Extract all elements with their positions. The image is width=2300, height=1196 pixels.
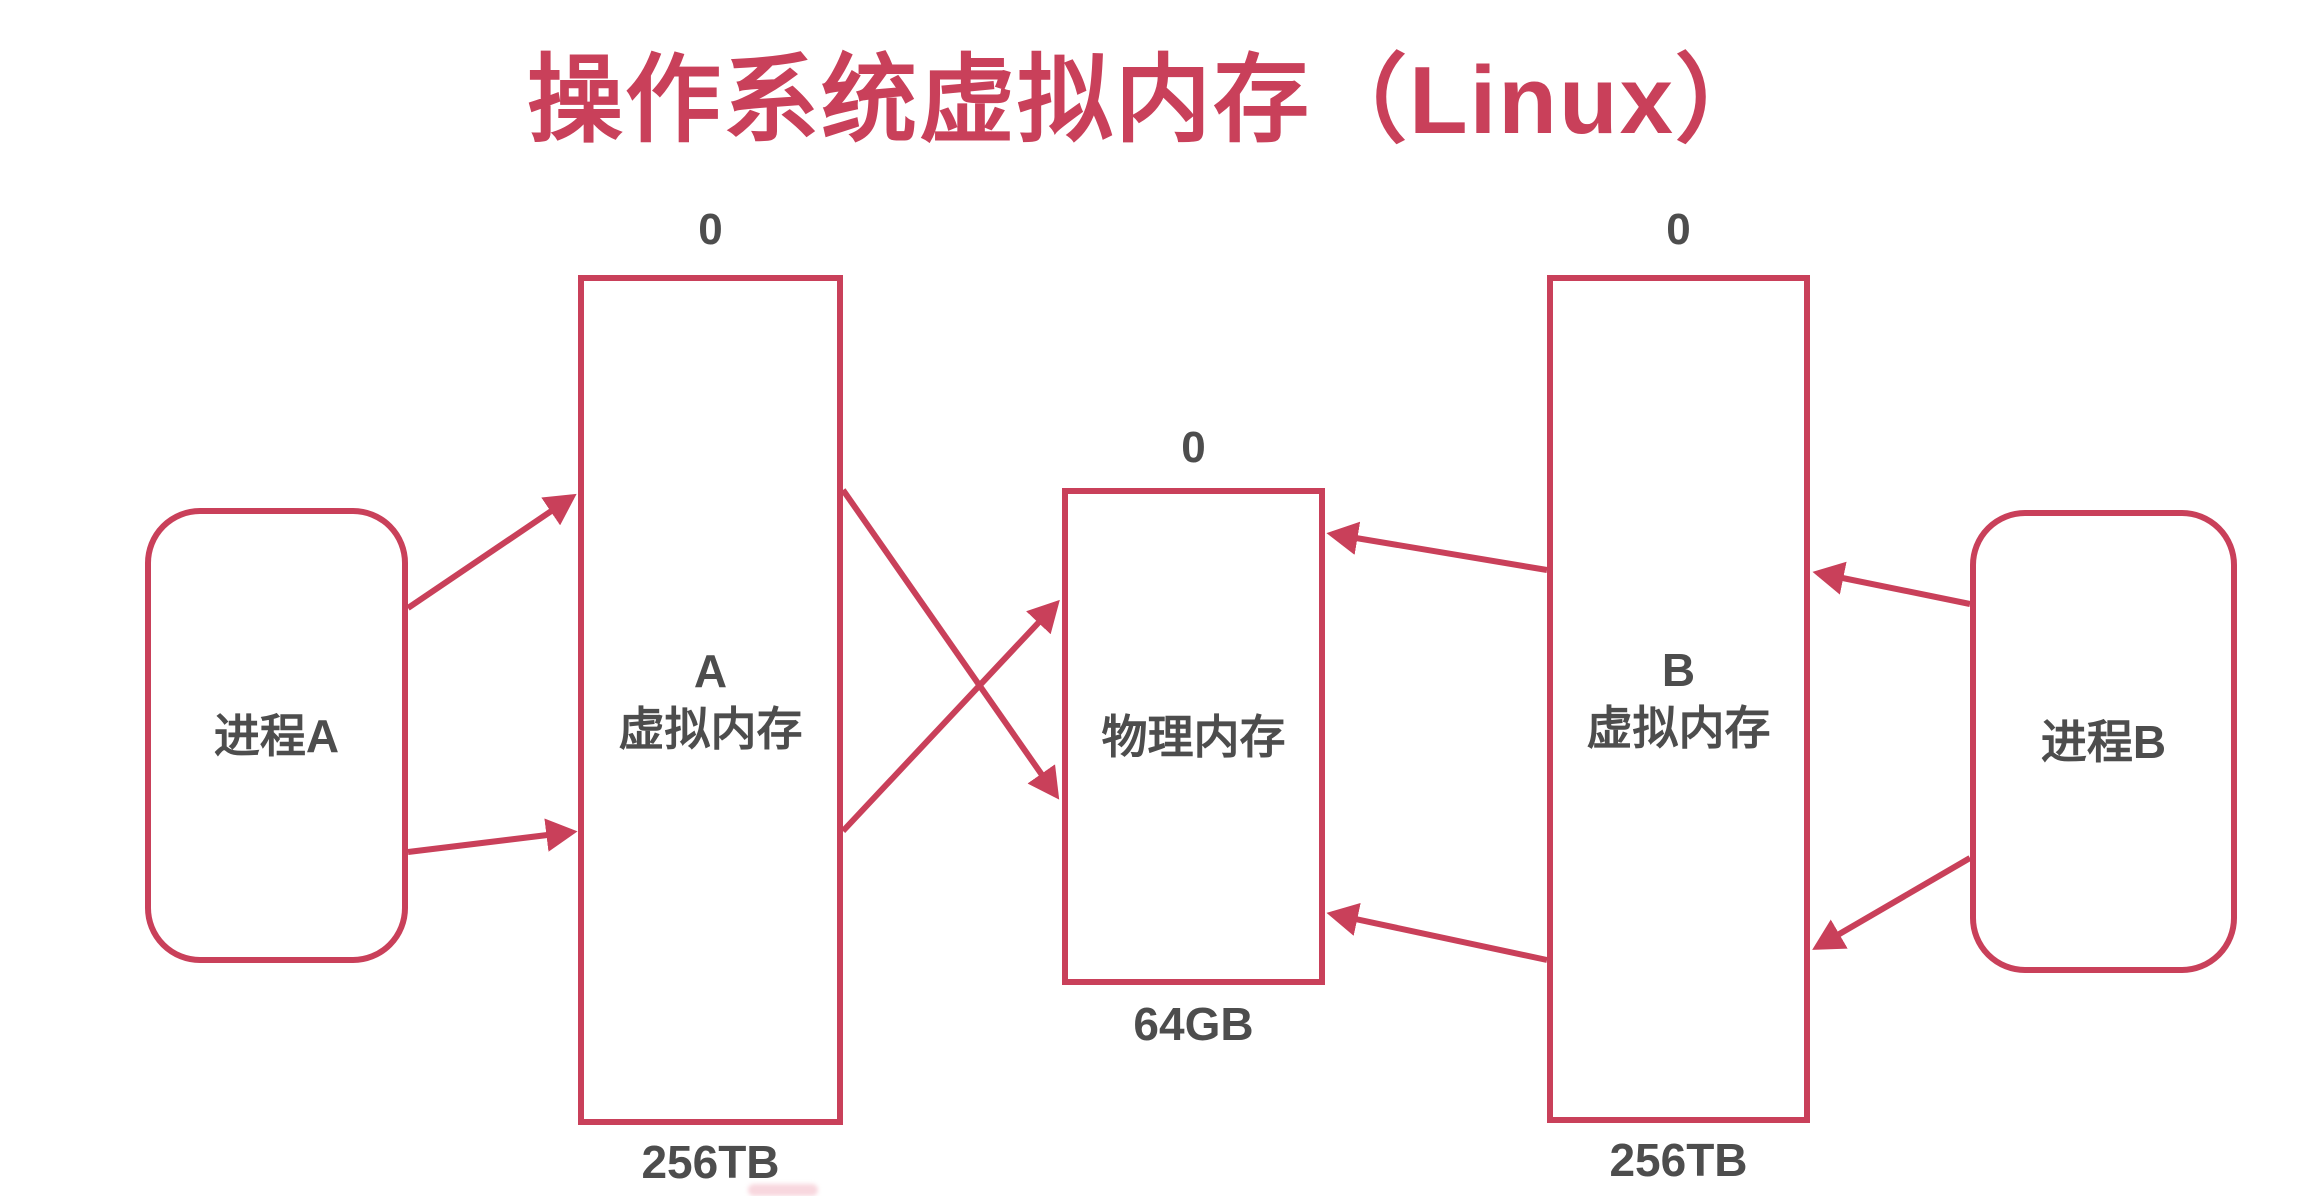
physical-bottom-address: 64GB (1133, 998, 1254, 1050)
arrow-vm-b-to-physical-upper (1326, 521, 1548, 573)
stray-mark (748, 1184, 818, 1196)
vm-a-box: A 虚拟内存 (578, 275, 843, 1125)
vm-b-bottom-address: 256TB (1609, 1134, 1748, 1186)
arrow-process-b-to-vm-b-lower (1812, 855, 1972, 950)
process-b-label: 进程B (2040, 715, 2167, 768)
vm-b-top-address: 0 (1666, 205, 1691, 254)
vm-a-top-address: 0 (698, 205, 723, 254)
vm-a-label-line2: 虚拟内存 (618, 703, 803, 755)
vm-b-label-line1: B (1661, 644, 1696, 696)
physical-memory-box: 物理内存 (1062, 488, 1325, 985)
physical-memory-label: 物理内存 (1101, 710, 1286, 763)
process-b-box: 进程B (1970, 510, 2237, 973)
vm-b-label-line2: 虚拟内存 (1586, 702, 1771, 754)
vm-a-bottom-address: 256TB (641, 1136, 780, 1188)
physical-top-address: 0 (1181, 423, 1206, 472)
arrow-process-b-to-vm-b-upper (1812, 561, 1971, 607)
arrow-process-a-to-vm-a-lower (407, 818, 578, 855)
arrow-vm-b-to-physical-lower (1326, 902, 1548, 963)
vm-a-label-line1: A (693, 645, 728, 697)
vm-b-box: B 虚拟内存 (1547, 275, 1810, 1123)
arrow-vm-a-to-physical-cross-up (840, 599, 1060, 834)
process-a-label: 进程A (213, 709, 340, 762)
process-a-box: 进程A (145, 508, 408, 963)
arrow-vm-a-to-physical-cross-down (840, 488, 1060, 800)
diagram-title: 操作系统虚拟内存（Linux） (527, 47, 1773, 154)
arrow-process-a-to-vm-a-upper (406, 493, 577, 611)
